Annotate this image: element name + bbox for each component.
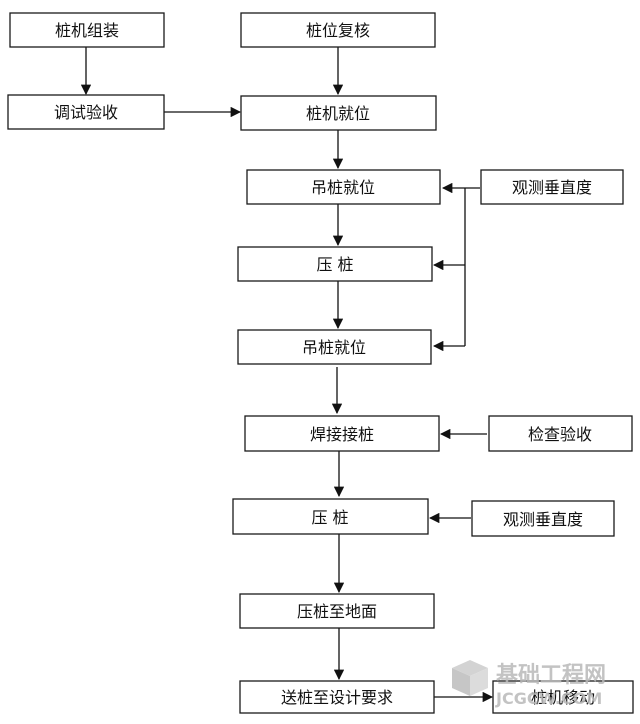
step-label: 压 桩 — [311, 508, 348, 527]
step-label: 压桩至地面 — [297, 602, 377, 621]
step-weld-pile: 焊接接桩 — [244, 415, 440, 452]
step-label: 桩位复核 — [306, 21, 370, 40]
step-label: 吊桩就位 — [302, 338, 366, 357]
step-pile-position-recheck: 桩位复核 — [240, 12, 436, 48]
step-pile-machine-in-place: 桩机就位 — [240, 95, 437, 131]
step-label: 吊桩就位 — [311, 178, 375, 197]
connectors — [80, 47, 494, 703]
step-label: 桩机就位 — [306, 104, 370, 123]
step-press-pile-2: 压 桩 — [232, 498, 429, 535]
step-label: 压 桩 — [316, 255, 353, 274]
step-lift-pile-in-place-1: 吊桩就位 — [246, 169, 441, 205]
check-observe-verticality-2: 观测垂直度 — [471, 500, 615, 537]
step-press-pile-1: 压 桩 — [237, 246, 433, 282]
watermark-site-domain: JCGCW.COM — [495, 689, 602, 708]
step-label: 焊接接桩 — [310, 425, 374, 444]
check-inspect-acceptance: 检查验收 — [488, 415, 633, 452]
step-send-pile-to-design: 送桩至设计要求 — [239, 680, 435, 714]
check-label: 检查验收 — [528, 425, 592, 444]
step-lift-pile-in-place-2: 吊桩就位 — [237, 329, 432, 365]
check-observe-verticality-1: 观测垂直度 — [480, 169, 624, 205]
step-press-to-ground: 压桩至地面 — [239, 593, 435, 629]
step-label: 调试验收 — [54, 103, 118, 122]
step-pile-machine-move: 桩机移动 — [492, 680, 634, 714]
watermark-site-name: 基础工程网 — [496, 663, 606, 688]
step-debug-acceptance: 调试验收 — [7, 94, 165, 130]
step-label: 桩机组装 — [55, 21, 119, 40]
check-label: 观测垂直度 — [512, 178, 592, 197]
site-watermark: 基础工程网 JCGCW.COM — [452, 660, 606, 708]
check-label: 观测垂直度 — [503, 510, 583, 529]
step-pile-machine-assembly: 桩机组装 — [9, 12, 165, 48]
step-label: 桩机移动 — [531, 688, 595, 707]
watermark-logo-icon — [452, 660, 488, 696]
step-label: 送桩至设计要求 — [281, 688, 393, 707]
